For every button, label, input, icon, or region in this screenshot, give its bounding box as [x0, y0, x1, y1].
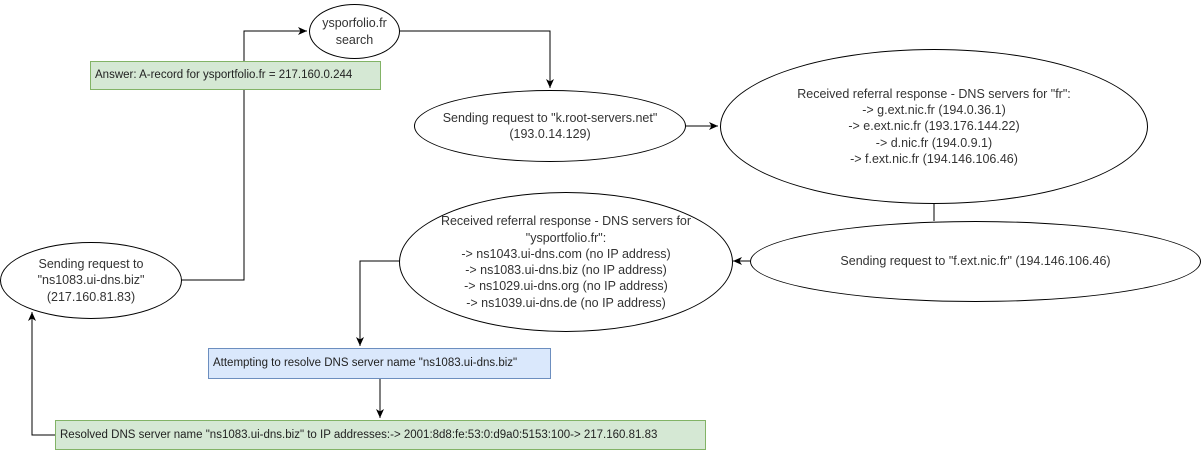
domain-referral-line-2: "ysportfolio.fr":	[525, 230, 607, 245]
root-request-line-2: (193.0.14.129)	[509, 127, 591, 141]
domain-referral-line-3: -> ns1043.ui-dns.com (no IP address)	[461, 246, 671, 261]
fr-referral-line-5: -> f.ext.nic.fr (194.146.106.46)	[850, 151, 1018, 166]
fr-referral-node: Received referral response - DNS servers…	[720, 49, 1148, 204]
root-request-line-1: Sending request to "k.root-servers.net"	[442, 110, 658, 125]
connector-ns-request-to-search	[181, 27, 307, 281]
ns-request-node: Sending request to "ns1083.ui-dns.biz" (…	[0, 242, 182, 319]
connector-resolved-to-ns-request	[28, 312, 55, 436]
answer-text: Answer: A-record for ysportfolio.fr = 21…	[95, 69, 353, 82]
fr-referral-line-4: -> d.nic.fr (194.0.9.1)	[875, 135, 993, 150]
domain-referral-node: Received referral response - DNS servers…	[399, 192, 733, 332]
domain-referral-line-6: -> ns1039.ui-dns.de (no IP address)	[466, 295, 666, 310]
ns-request-line-2: "ns1083.ui-dns.biz"	[37, 273, 145, 288]
domain-referral-line-4: -> ns1083.ui-dns.biz (no IP address)	[465, 263, 667, 277]
fr-referral-line-1: Received referral response - DNS servers…	[797, 86, 1071, 101]
domain-referral-line-5: -> ns1029.ui-dns.org (no IP address)	[464, 279, 668, 294]
answer-box: Answer: A-record for ysportfolio.fr = 21…	[90, 61, 381, 90]
domain-referral-line-1: Received referral response - DNS servers…	[440, 214, 692, 229]
nicfr-request-line-1: Sending request to "f.ext.nic.fr" (194.1…	[840, 254, 1111, 269]
fr-referral-line-2: -> g.ext.nic.fr (194.0.36.1)	[862, 103, 1006, 118]
fr-referral-line-3: -> e.ext.nic.fr (193.176.144.22)	[848, 119, 1020, 134]
ns-request-line-3: (217.160.81.83)	[46, 289, 136, 304]
search-node-line-1: ysporfolio.fr	[322, 16, 387, 31]
connector-search-to-root-request	[400, 30, 554, 88]
search-node-line-2: search	[335, 32, 374, 47]
resolve-attempt-box: Attempting to resolve DNS server name "n…	[208, 348, 551, 379]
nicfr-request-node: Sending request to "f.ext.nic.fr" (194.1…	[750, 221, 1201, 302]
resolve-attempt-text: Attempting to resolve DNS server name "n…	[213, 357, 518, 370]
connector-domain-referral-to-resolve-attempt	[356, 260, 401, 346]
search-node: ysporfolio.fr search	[309, 4, 400, 59]
root-request-node: Sending request to "k.root-servers.net" …	[414, 90, 686, 162]
resolved-text: Resolved DNS server name "ns1083.ui-dns.…	[60, 428, 658, 441]
ns-request-line-1: Sending request to	[38, 257, 144, 272]
resolved-box: Resolved DNS server name "ns1083.ui-dns.…	[55, 420, 706, 450]
